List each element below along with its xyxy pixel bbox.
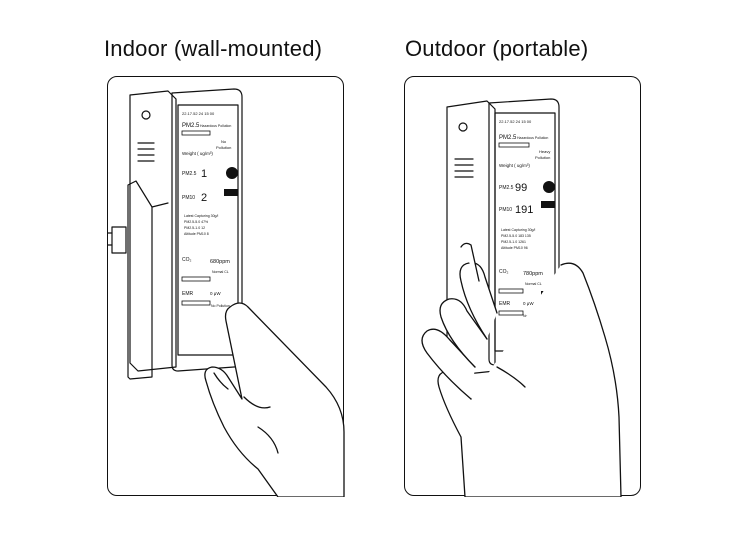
co2-label: CO₂ — [499, 269, 509, 275]
pm-title: PM2.5 — [182, 123, 200, 129]
emr-status: No Pollution — [211, 304, 230, 308]
status-chip — [224, 189, 238, 196]
pm10-label: PM10 — [182, 195, 195, 201]
indoor-illustration: 22.17.52 24 15 00 PM2.5 Hazardous Pollut… — [107, 88, 345, 498]
co2-status: Normal CL — [212, 270, 229, 274]
pm10-label: PM10 — [499, 207, 512, 213]
pm-bar — [181, 130, 211, 136]
status-text: 22.17.52 24 15 00 — [499, 119, 532, 124]
co2-bar — [498, 288, 524, 294]
weight-label: Weight ( ug/m³) — [182, 151, 213, 156]
pm25-value: 1 — [201, 168, 207, 180]
detail-3: Altitude PM10 8 — [184, 232, 209, 236]
no-label: No — [221, 139, 227, 144]
pm-sub: Hazardous Pollution — [517, 136, 548, 140]
plug — [111, 226, 127, 254]
status-dot — [543, 181, 555, 193]
pm-sub: Hazardous Pollution — [200, 124, 231, 128]
weight-label: Weight ( ug/m³) — [499, 163, 530, 168]
detail-1: PM2.5-5.0 183 135 — [501, 234, 531, 238]
indoor-title: Indoor (wall-mounted) — [104, 36, 323, 61]
co2-status: Normal CL — [525, 282, 542, 286]
indoor-panel: 22.17.52 24 15 00 PM2.5 Hazardous Pollut… — [107, 76, 345, 498]
detail-1: PM2.5-5.0 47% — [184, 220, 208, 224]
pm25-label: PM2.5 — [182, 171, 197, 177]
logo-icon — [141, 110, 151, 120]
emr-value: 0 μW — [210, 291, 221, 296]
emr-value: 0 μW — [523, 301, 534, 306]
emr-label: EMR — [182, 291, 194, 297]
wall-bracket — [127, 180, 153, 380]
pm-title: PM2.5 — [499, 135, 517, 141]
status-dot — [226, 167, 238, 179]
outdoor-title: Outdoor (portable) — [405, 36, 589, 61]
pm25-label: PM2.5 — [499, 185, 514, 191]
detail-0: Latest Capturing 30g/l — [184, 214, 218, 218]
co2-label: CO₂ — [182, 257, 192, 263]
pollution-label: Pollution — [216, 145, 231, 150]
outdoor-illustration: 22.17.52 24 15 00 PM2.5 Hazardous Pollut… — [421, 98, 622, 498]
pm-bar — [498, 142, 530, 148]
emr-label: EMR — [499, 301, 511, 307]
detail-0: Latest Capturing 30g/l — [501, 228, 535, 232]
detail-2: PM2.5-1.0 1261 — [501, 240, 526, 244]
pm10-value: 2 — [201, 192, 207, 204]
co2-value: 680ppm — [210, 259, 230, 265]
emr-bar — [498, 310, 524, 316]
status-text: 22.17.52 24 15 00 — [182, 111, 215, 116]
emr-bar — [181, 300, 211, 306]
pm10-value: 191 — [515, 204, 533, 216]
detail-2: PM2.5-1.0 12 — [184, 226, 205, 230]
pm25-value: 99 — [515, 182, 527, 194]
device-body — [129, 90, 177, 372]
holding-hand — [421, 242, 622, 498]
pointing-hand — [204, 302, 345, 498]
outdoor-panel: 22.17.52 24 15 00 PM2.5 Hazardous Pollut… — [404, 76, 641, 498]
co2-value: 780ppm — [523, 271, 543, 277]
screen — [177, 104, 239, 356]
status-chip — [541, 201, 555, 208]
co2-bar — [181, 276, 211, 282]
detail-3: Altitude PM10 96 — [501, 246, 528, 250]
logo-icon — [458, 122, 468, 132]
heavy-label: Heavy — [539, 149, 550, 154]
pollution-label: Pollution — [535, 155, 550, 160]
